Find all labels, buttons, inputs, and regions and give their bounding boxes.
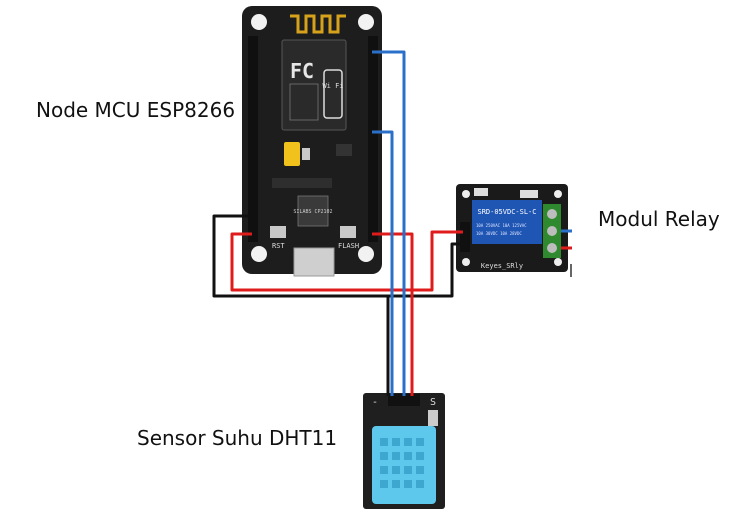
svg-text:10A 30VDC 10A 28VDC: 10A 30VDC 10A 28VDC [476, 231, 522, 236]
left-pin-header [248, 36, 258, 242]
flash-button[interactable] [340, 226, 356, 238]
wire-red-right [372, 232, 414, 396]
relay-part-number: SRD-05VDC-SL-C [477, 208, 536, 216]
sensor-pin-header [388, 394, 420, 406]
wire-red-left [230, 230, 463, 292]
relay-cube [472, 200, 542, 244]
sensor-pin-minus: - [372, 397, 378, 408]
dht11-cover [372, 426, 436, 504]
fcc-mark: FC [290, 59, 314, 83]
wires [212, 50, 463, 396]
wire-blue-sensor [372, 50, 406, 396]
dht11-sensor: - S [363, 393, 445, 509]
label-sensor: Sensor Suhu DHT11 [137, 426, 338, 450]
capacitor [284, 142, 300, 166]
nodemcu-board: FC Wi Fi SILABS CP2102 RST FLASH [242, 6, 382, 277]
svg-text:10A 250VAC 10A 125VAC: 10A 250VAC 10A 125VAC [476, 223, 527, 228]
label-nodemcu: Node MCU ESP8266 [36, 98, 236, 122]
usb-uart-chip: SILABS CP2102 [293, 195, 333, 227]
sensor-pin-signal: S [430, 397, 436, 408]
right-pin-header [368, 36, 378, 242]
flash-label: FLASH [338, 242, 359, 250]
relay-brand: Keyes_SRly [481, 262, 523, 270]
relay-module: SRD-05VDC-SL-C 10A 250VAC 10A 125VAC 10A… [456, 184, 568, 272]
rst-label: RST [272, 242, 285, 250]
relay-input-pins [460, 222, 470, 252]
svg-text:SILABS CP2102: SILABS CP2102 [293, 209, 332, 215]
label-relay: Modul Relay [598, 207, 720, 231]
wifi-mark: Wi Fi [322, 82, 343, 90]
rst-button[interactable] [270, 226, 286, 238]
wire-black-gnd [212, 214, 463, 298]
wire-blue-relay [372, 130, 394, 396]
usb-port [293, 247, 335, 277]
